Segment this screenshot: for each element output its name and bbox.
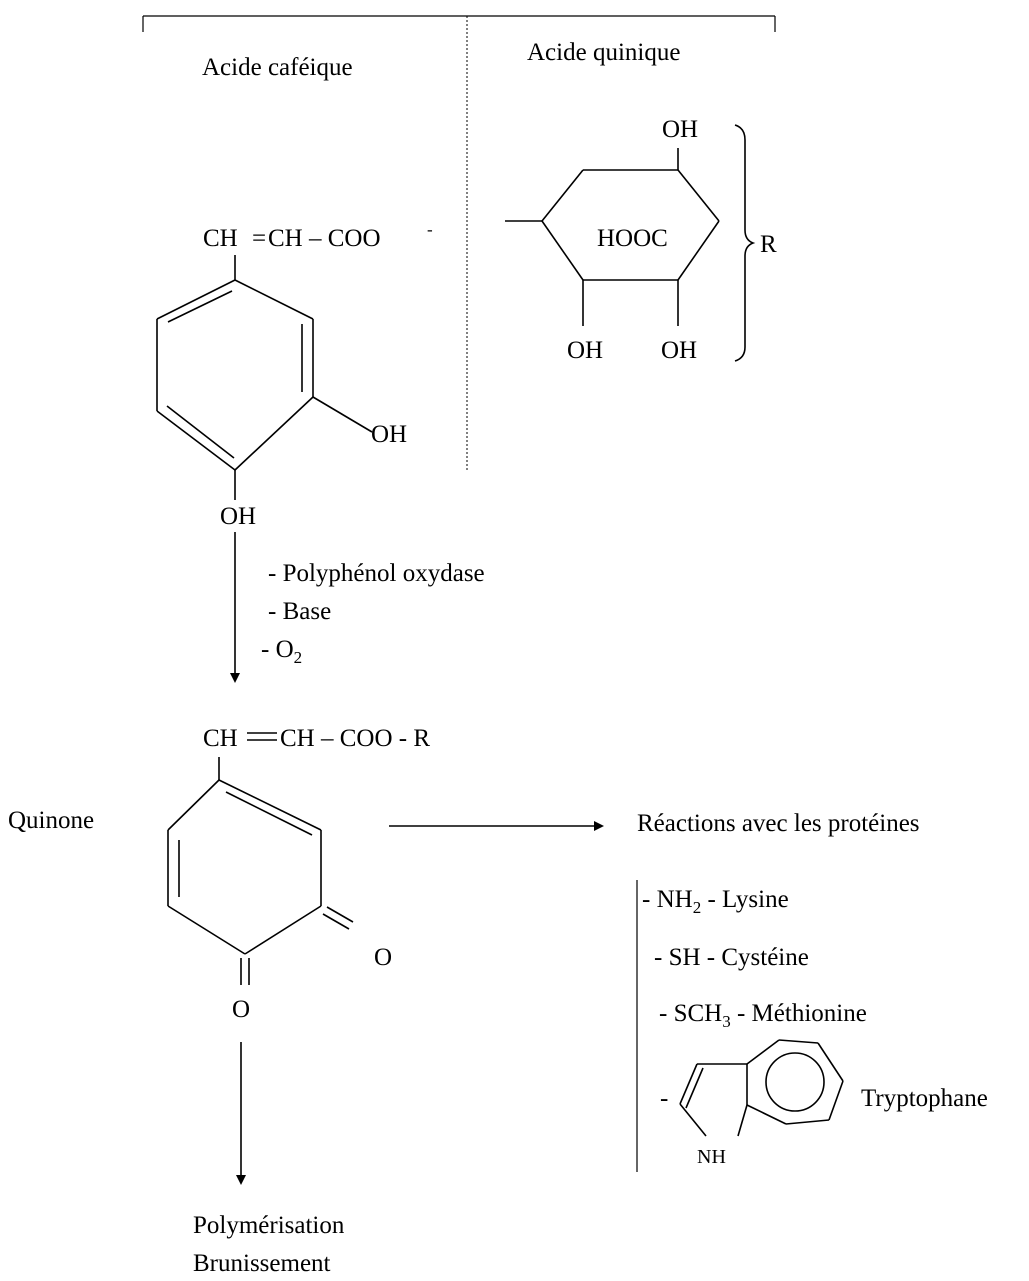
quinic-acid-structure: OH HOOC OH OH R: [505, 116, 777, 364]
quinone-o-bottom: O: [232, 996, 250, 1023]
reaction-cysteine: - SH - Cystéine: [654, 944, 809, 971]
quinic-r-label: R: [760, 231, 777, 258]
quinone-o-right: O: [374, 944, 392, 971]
quinic-acid-title: Acide quinique: [527, 39, 680, 66]
caffeic-oh-right: OH: [371, 421, 407, 448]
quinic-hooc: HOOC: [597, 225, 668, 252]
caffeic-chain-rest: CH – COO: [268, 225, 381, 252]
protein-reactions-title: Réactions avec les protéines: [637, 810, 920, 837]
product-browning: Brunissement: [193, 1250, 331, 1277]
caffeic-acid-title: Acide caféique: [202, 54, 353, 81]
product-polymerization: Polymérisation: [193, 1212, 345, 1239]
tryptophan-label: Tryptophane: [861, 1085, 988, 1112]
header-bracket: [142, 15, 776, 32]
quinone-ring: [167, 757, 354, 985]
quinic-oh-top: OH: [662, 116, 698, 143]
ester-double-bond: [247, 732, 277, 741]
caffeic-oh-bottom: OH: [220, 503, 256, 530]
condition-enzyme: - Polyphénol oxydase: [268, 560, 485, 587]
condition-base: - Base: [268, 598, 331, 625]
condition-o2: - O2: [261, 636, 302, 667]
indole-ring: [679, 1039, 844, 1137]
caffeic-chain-ch: CH: [203, 225, 238, 252]
caffeic-acid-structure: CH = CH – COO - OH OH: [156, 220, 433, 530]
quinic-cyclohexane-ring: [541, 169, 720, 281]
caffeic-benzene-ring: [156, 255, 373, 500]
quinic-r-brace: [734, 124, 756, 362]
caffeic-double-bond: =: [252, 225, 266, 252]
reaction-lysine: - NH2 - Lysine: [642, 886, 789, 917]
quinic-oh-bottom-right: OH: [661, 337, 697, 364]
quinic-oh-bottom-left: OH: [567, 337, 603, 364]
ester-ch-left: CH: [203, 725, 238, 752]
indole-nh: NH: [697, 1146, 726, 1168]
reaction-methionine: - SCH3 - Méthionine: [659, 1000, 867, 1031]
tryptophan-dash: -: [660, 1085, 668, 1112]
caffeic-charge: -: [427, 220, 433, 239]
ester-ch-right: CH – COO - R: [280, 725, 430, 752]
quinone-label: Quinone: [8, 807, 94, 834]
